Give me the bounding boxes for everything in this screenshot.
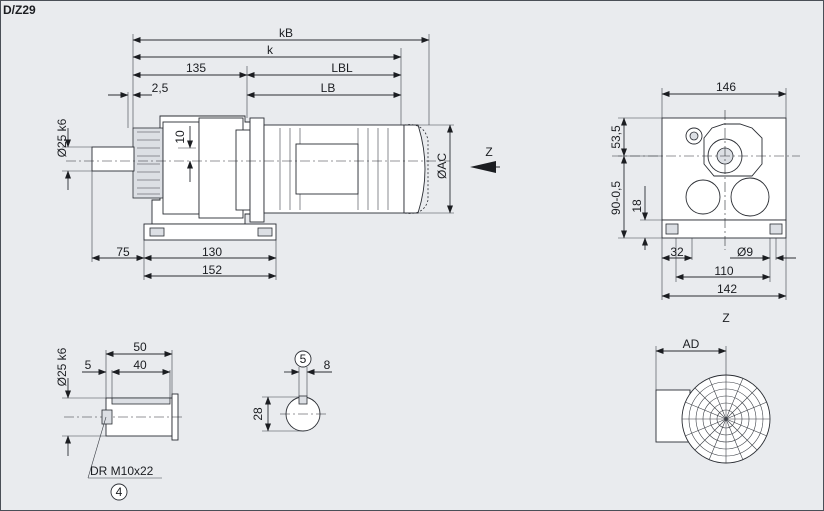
dim-lb: LB [321,81,336,95]
key-detail: 5 8 28 [251,350,332,432]
gear-right [730,177,770,217]
base-plate [143,223,277,241]
dim-k: k [267,43,274,57]
drawing-title: D/Z29 [3,3,36,17]
dim-shaft-diameter: Ø25 k6 [55,118,69,157]
arrow-left-icon [470,161,500,173]
dim-10: 10 [173,130,187,144]
terminal-box-side [295,143,359,195]
foot-hole-right [257,227,273,237]
housing-front [162,121,200,215]
dim-5: 5 [85,358,92,372]
callout-4-label: 4 [116,485,123,499]
callout-5 [294,350,312,368]
end-foot-right [769,223,783,235]
shaft-detail: Ø25 k6 50 5 40 DR M10x22 4 [55,340,184,501]
fan-cover [403,124,426,214]
foot-hole-left [149,227,165,237]
output-shaft [91,146,135,172]
dim-110: 110 [714,264,733,278]
end-view: 146 53,5 90-0,5 18 32 Ø9 110 142 Z [609,80,800,325]
dim-18: 18 [630,199,644,213]
dim-130: 130 [202,245,222,259]
dim-135: 135 [186,61,206,75]
dim-hole-9: Ø9 [737,245,753,259]
dim-53-5: 53,5 [609,125,623,149]
thread-spec: DR M10x22 [90,464,154,478]
dim-90: 90-0,5 [609,181,623,215]
dim-152: 152 [202,263,222,277]
adapter-ring [235,129,251,211]
callout-4 [110,483,128,501]
dim-146: 146 [716,80,736,94]
terminal-view: AD [655,337,771,464]
view-direction-label: Z [485,145,492,159]
gear-left [685,179,721,215]
motor-flange [249,117,265,223]
dim-28: 28 [251,407,265,421]
detail-shaft-diameter: Ø25 k6 [55,347,69,386]
key-slot [298,395,308,405]
thread-hole [101,409,113,425]
dim-40: 40 [133,358,147,372]
dim-ad: AD [683,337,700,351]
dim-lbl: LBL [331,61,353,75]
dim-142: 142 [717,282,737,296]
output-flange [132,127,164,199]
end-foot-left [665,223,679,235]
dim-75: 75 [116,245,130,259]
side-view: kB k 135 LBL 2,5 LB Ø25 k6 10 ØAC 75 130… [55,26,500,280]
dim-ac: ØAC [435,153,449,179]
view-caption: Z [722,311,729,325]
dim-2-5: 2,5 [152,81,169,95]
end-base [661,219,787,239]
dim-50: 50 [133,340,147,354]
dim-32: 32 [670,245,684,259]
callout-5-label: 5 [300,352,307,366]
dim-8: 8 [324,358,331,372]
keyway [111,397,171,405]
dim-kb: kB [279,26,293,40]
